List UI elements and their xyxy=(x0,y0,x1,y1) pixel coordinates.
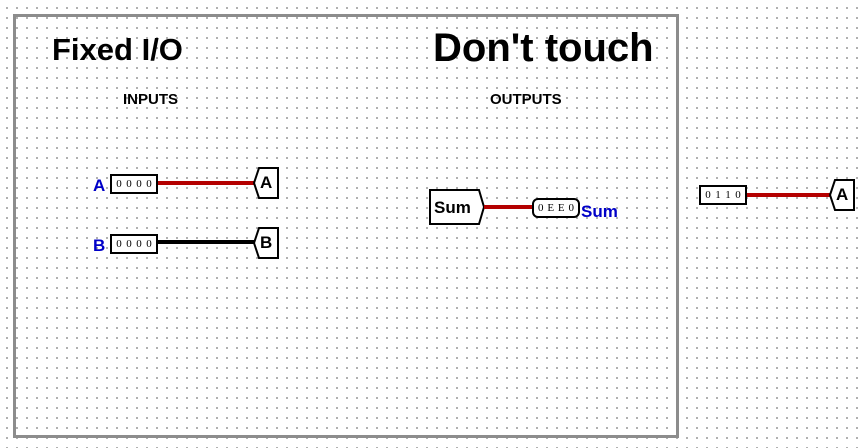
bit[interactable]: 0 xyxy=(136,238,142,250)
bit[interactable]: 0 xyxy=(116,238,122,250)
tunnel-outside-a[interactable] xyxy=(829,179,855,211)
tunnel-a-label: A xyxy=(260,173,273,192)
bit[interactable]: 0 xyxy=(126,238,132,250)
wire-b[interactable] xyxy=(158,240,258,244)
bit: 0 xyxy=(537,202,544,214)
wire-a[interactable] xyxy=(158,181,258,185)
bit[interactable]: 1 xyxy=(725,189,731,201)
bit: E xyxy=(547,202,555,214)
tunnel-a[interactable] xyxy=(253,167,279,199)
bit[interactable]: 0 xyxy=(146,238,152,250)
fixed-io-frame xyxy=(13,14,679,438)
output-sum-label: Sum xyxy=(581,202,618,221)
input-pin-a[interactable]: 0 0 0 0 xyxy=(110,174,158,194)
bit[interactable]: 0 xyxy=(116,178,122,190)
outside-input-pin[interactable]: 0 1 1 0 xyxy=(699,185,747,205)
wire-outside[interactable] xyxy=(747,193,834,197)
input-b-label: B xyxy=(93,236,106,255)
dont-touch-title: Don't touch xyxy=(433,26,654,70)
tunnel-sum-label: Sum xyxy=(434,198,471,217)
tunnel-outside-a-label: A xyxy=(836,185,849,204)
output-pin-sum: 0 E E 0 xyxy=(532,198,580,218)
bit[interactable]: 0 xyxy=(735,189,741,201)
outputs-heading: OUTPUTS xyxy=(490,91,562,108)
bit[interactable]: 0 xyxy=(126,178,132,190)
tunnel-b-label: B xyxy=(260,233,273,252)
bit[interactable]: 0 xyxy=(136,178,142,190)
bit[interactable]: 0 xyxy=(705,189,711,201)
input-a-label: A xyxy=(93,176,106,195)
tunnel-sum[interactable] xyxy=(429,189,485,225)
inputs-heading: INPUTS xyxy=(123,91,179,108)
bit: 0 xyxy=(568,202,575,214)
bit: E xyxy=(557,202,565,214)
tunnel-b[interactable] xyxy=(253,227,279,259)
bit[interactable]: 1 xyxy=(715,189,721,201)
wire-sum[interactable] xyxy=(484,205,534,209)
input-pin-b[interactable]: 0 0 0 0 xyxy=(110,234,158,254)
fixed-io-title: Fixed I/O xyxy=(52,32,183,67)
bit[interactable]: 0 xyxy=(146,178,152,190)
